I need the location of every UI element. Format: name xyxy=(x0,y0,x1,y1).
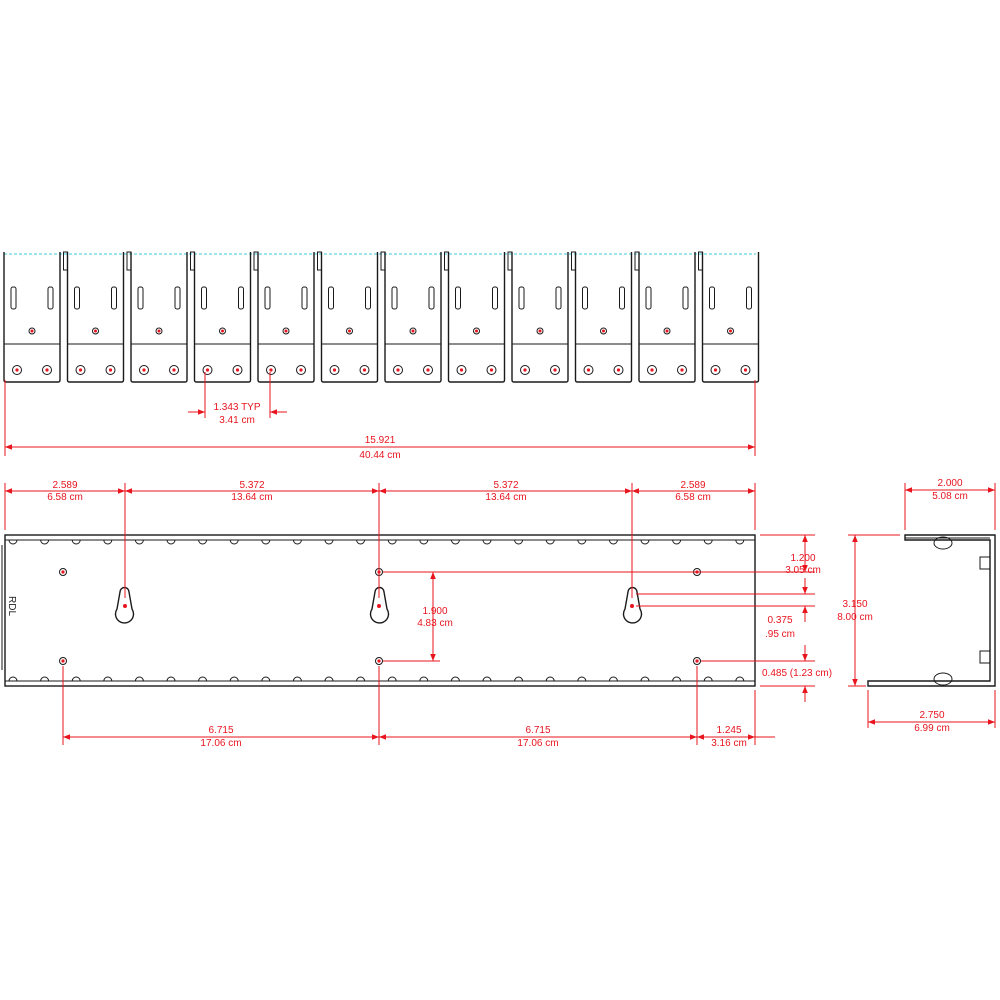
module-pitch-in: 1.343 TYP xyxy=(213,402,260,413)
side-top-depth-in: 2.000 xyxy=(937,478,962,489)
overall-width-cm: 40.44 cm xyxy=(359,450,400,461)
rdl-brand-mark: RDL xyxy=(6,596,17,616)
side-height-in: 3.150 xyxy=(842,599,867,610)
slot-spacing-2-cm: 13.64 cm xyxy=(231,492,272,503)
slot-spacing-4-cm: 6.58 cm xyxy=(675,492,711,503)
bottom-hole-offset: 0.485 (1.23 cm) xyxy=(762,668,832,679)
module-bracket xyxy=(380,251,442,383)
keyhole-right xyxy=(622,586,643,624)
module-bracket xyxy=(444,251,506,383)
module-bracket xyxy=(571,251,633,383)
slot-spacing-3-in: 5.372 xyxy=(493,480,518,491)
slot-spacing-3-cm: 13.64 cm xyxy=(485,492,526,503)
module-bracket xyxy=(507,251,569,383)
overall-width-in: 15.921 xyxy=(365,435,396,446)
keyhole-left xyxy=(114,586,135,624)
overall-width-dimension: 15.921 40.44 cm xyxy=(4,380,756,461)
hole-spacing-dimensions: 6.715 17.06 cm 6.715 17.06 cm 1.245 3.16… xyxy=(62,666,775,749)
module-pitch-dimension: 1.343 TYP 3.41 cm xyxy=(188,372,287,426)
module-bracket xyxy=(634,251,696,383)
hole-spacing-2-in: 6.715 xyxy=(525,725,550,736)
module-bracket xyxy=(190,251,252,383)
mounting-holes xyxy=(59,568,701,665)
side-dimensions: 2.000 5.08 cm 3.150 8.00 cm 2.750 6.99 c… xyxy=(837,478,996,734)
top-hole-offset-cm: 3.05 cm xyxy=(785,565,821,576)
rail-side-view xyxy=(867,534,996,687)
slot-spacing-dimensions: 2.589 6.58 cm 5.372 13.64 cm 5.372 13.64… xyxy=(4,480,756,598)
top-hole-offset-in: 1.200 xyxy=(790,553,815,564)
module-bracket-strip xyxy=(3,251,760,383)
side-top-depth-cm: 5.08 cm xyxy=(932,491,968,502)
module-bracket xyxy=(126,251,188,383)
module-bracket xyxy=(317,251,379,383)
hole-spacing-1-in: 6.715 xyxy=(208,725,233,736)
side-bottom-depth-cm: 6.99 cm xyxy=(914,723,950,734)
slot-height-dimension: 1.900 4.83 cm xyxy=(383,571,453,662)
side-height-cm: 8.00 cm xyxy=(837,612,873,623)
hole-spacing-3-cm: 3.16 cm xyxy=(711,738,747,749)
keyhole-offset-in: 0.375 xyxy=(767,615,792,626)
slot-spacing-1-cm: 6.58 cm xyxy=(47,492,83,503)
slot-height-cm: 4.83 cm xyxy=(417,618,453,629)
slot-spacing-4-in: 2.589 xyxy=(680,480,705,491)
module-bracket xyxy=(63,251,125,383)
keyhole-center xyxy=(369,586,390,624)
keyhole-offset-cm: .95 cm xyxy=(765,629,795,640)
vertical-offset-dimensions: 1.200 3.05 cm 0.375 .95 cm 0.485 (1.23 c… xyxy=(383,534,832,702)
hole-spacing-1-cm: 17.06 cm xyxy=(200,738,241,749)
module-bracket xyxy=(3,252,61,383)
hole-spacing-3-in: 1.245 xyxy=(716,725,741,736)
slot-spacing-2-in: 5.372 xyxy=(239,480,264,491)
side-bottom-depth-in: 2.750 xyxy=(919,710,944,721)
rail-front-view: RDL xyxy=(1,534,756,687)
module-bracket xyxy=(698,251,760,383)
module-pitch-cm: 3.41 cm xyxy=(219,415,255,426)
slot-height-in: 1.900 xyxy=(422,606,447,617)
module-bracket xyxy=(253,251,315,383)
slot-spacing-1-in: 2.589 xyxy=(52,480,77,491)
hole-spacing-2-cm: 17.06 cm xyxy=(517,738,558,749)
